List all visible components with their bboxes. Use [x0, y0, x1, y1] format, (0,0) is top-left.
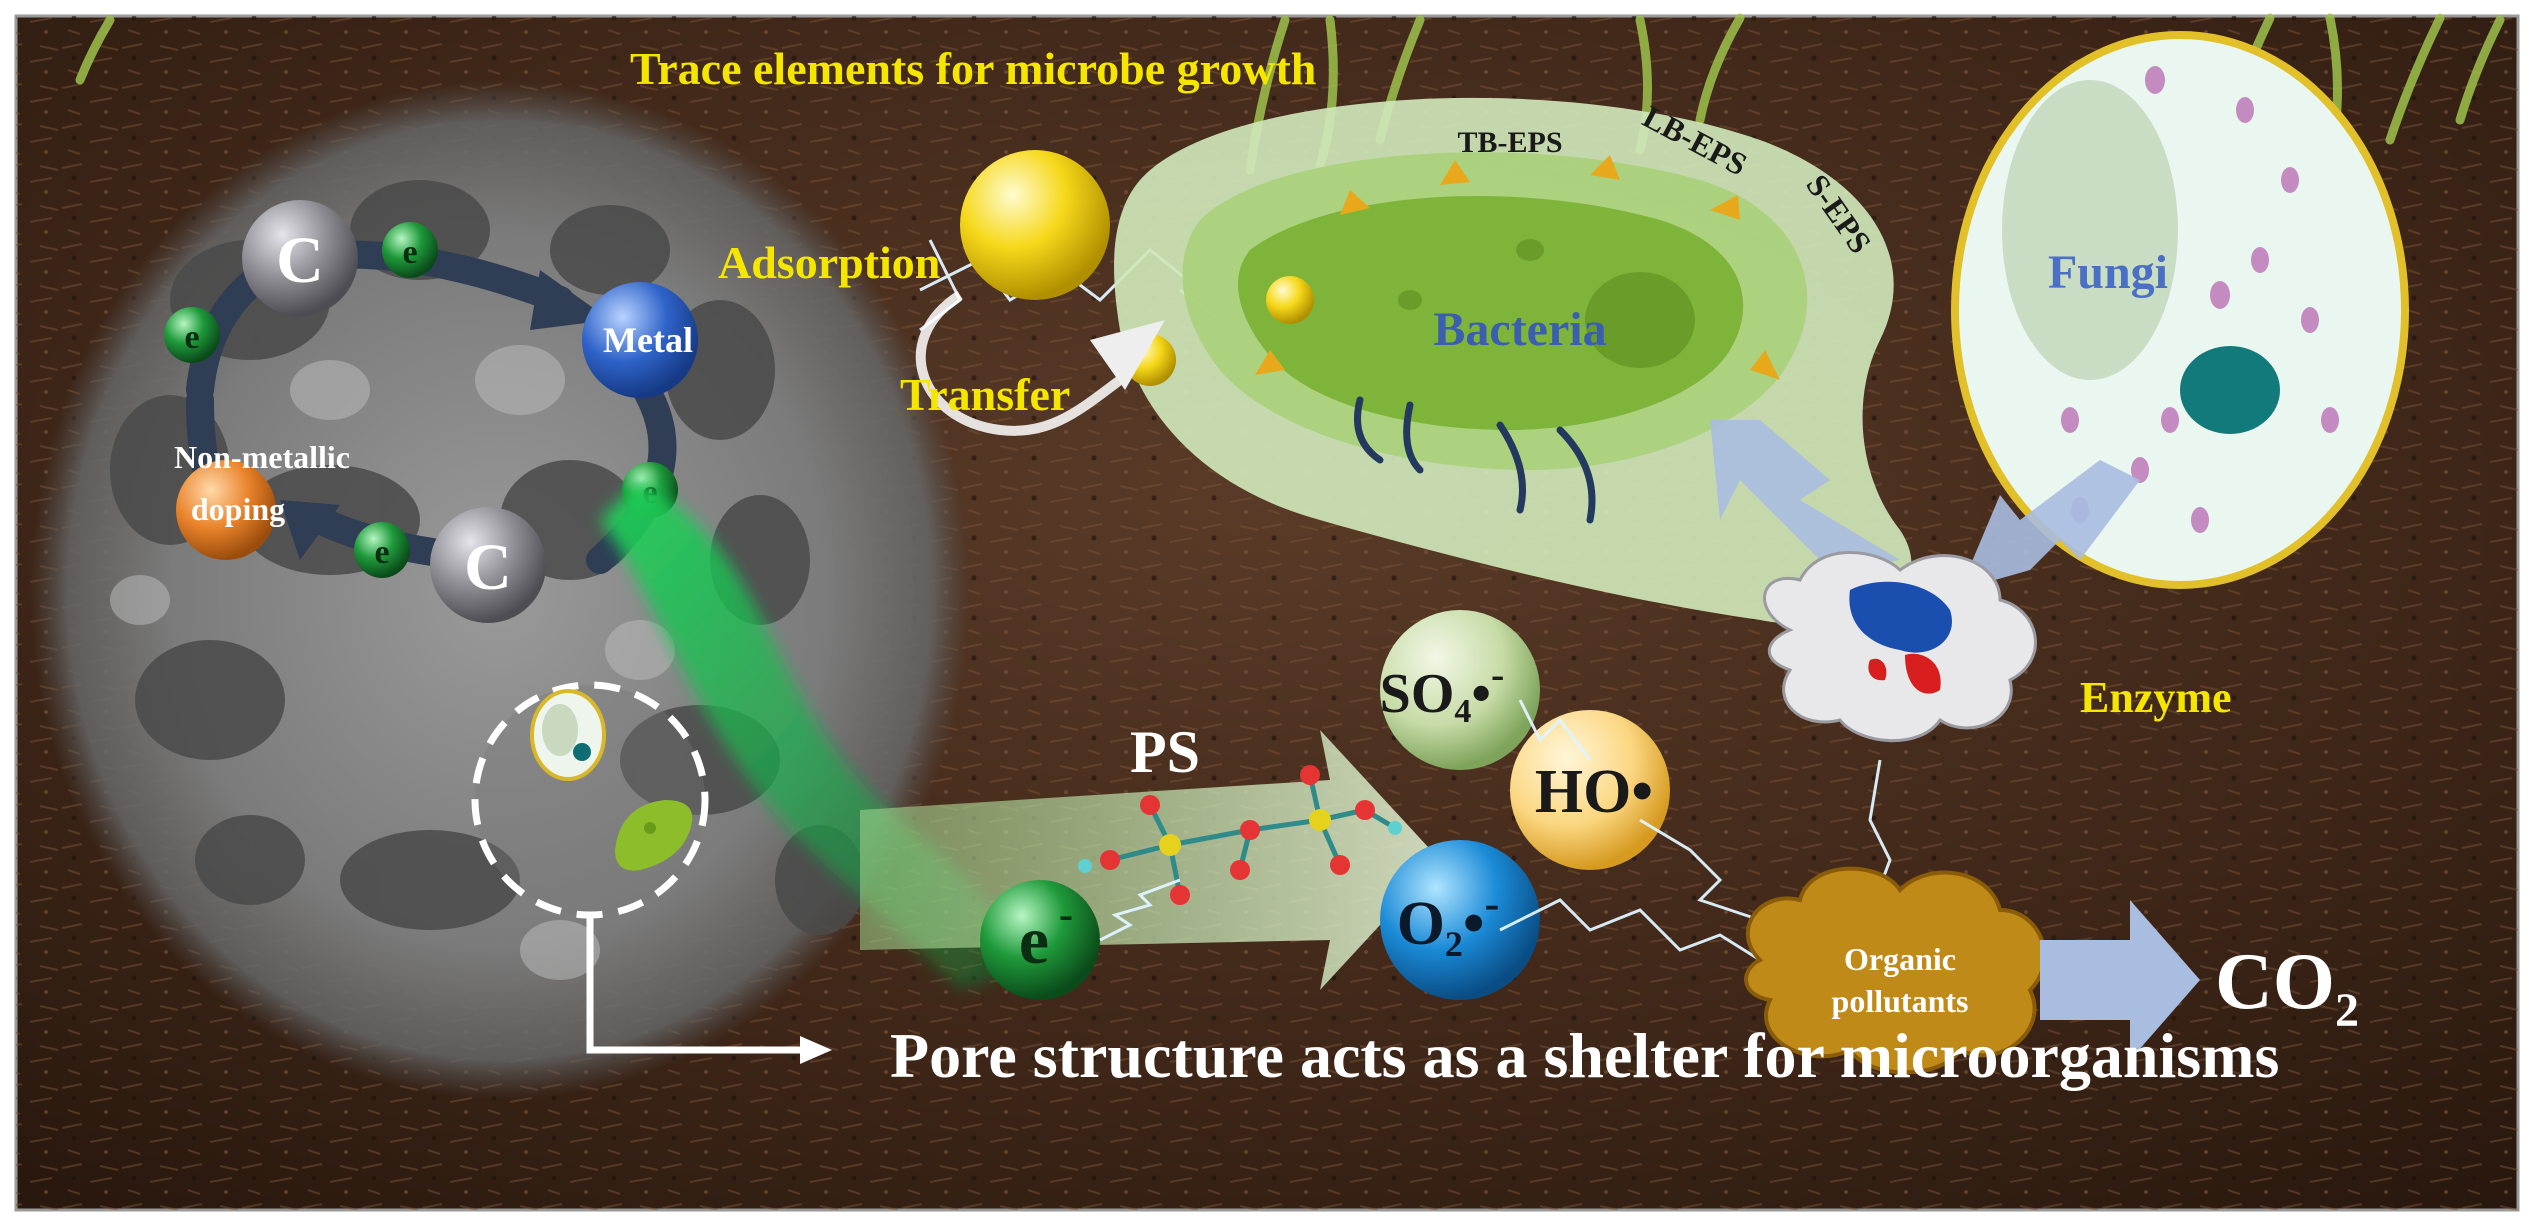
co2-arrow — [2040, 900, 2200, 1060]
trace-element-ball-large — [960, 150, 1110, 300]
ho-radical-ball — [1510, 710, 1670, 870]
trace-element-ball-bacteria — [1266, 276, 1314, 324]
enzyme-protein — [1763, 551, 2037, 743]
bacteria-label: Bacteria — [1433, 303, 1606, 356]
electron-label-1: e — [402, 234, 417, 271]
trace-elements-title: Trace elements for microbe growth — [630, 43, 1316, 94]
transfer-label: Transfer — [900, 369, 1070, 420]
electron-label-2: e — [184, 319, 199, 356]
shelter-caption: Pore structure acts as a shelter for mic… — [890, 1020, 2279, 1091]
carbon-label-top: C — [276, 224, 324, 297]
o2-radical-ball — [1380, 840, 1540, 1000]
persulfate-molecule — [1078, 765, 1402, 905]
adsorption-label: Adsorption — [718, 237, 940, 288]
doping-ball — [176, 460, 276, 560]
shelter-circle — [471, 681, 709, 919]
o2-label: O2•- — [1397, 879, 1500, 964]
carbon-ball-bottom — [430, 507, 546, 623]
so4-radical-ball — [1380, 610, 1540, 770]
enzyme-label: Enzyme — [2080, 673, 2232, 722]
doping-label-line1: Non-metallic — [174, 439, 350, 475]
carbon-ball-top — [242, 200, 358, 316]
bacteria-to-enzyme-arrow — [1710, 420, 1900, 570]
transfer-curve — [915, 290, 1124, 436]
ps-label: PS — [1130, 719, 1200, 785]
transfer-arrowhead — [1090, 320, 1165, 390]
organic-label-line1: Organic — [1844, 941, 1956, 977]
shelter-connector — [586, 918, 800, 1054]
ho-label: HO• — [1535, 758, 1653, 826]
organic-label-line2: pollutants — [1832, 983, 1969, 1019]
bacteria-eps — [1114, 97, 1912, 625]
tb-eps-label: TB-EPS — [1457, 126, 1562, 159]
metal-ball — [582, 282, 698, 398]
fungi-cell — [1951, 31, 2409, 589]
carbon-label-bottom: C — [464, 531, 512, 604]
so4-label: SO4•- — [1380, 652, 1505, 730]
fungi-to-enzyme-arrow — [1960, 460, 2140, 590]
electron-big-label: e — [1019, 902, 1049, 978]
doping-label-line2: doping — [191, 491, 285, 527]
organic-pollutants-cloud — [1744, 866, 2047, 1075]
electron-label-4: e — [374, 534, 389, 571]
metal-label: Metal — [603, 320, 693, 360]
electron-big — [980, 880, 1100, 1000]
co2-label: CO2 — [2215, 938, 2359, 1037]
fungi-label: Fungi — [2048, 246, 2168, 299]
electron-big-sup: - — [1059, 892, 1073, 938]
shelter-arrowhead — [800, 1036, 832, 1064]
